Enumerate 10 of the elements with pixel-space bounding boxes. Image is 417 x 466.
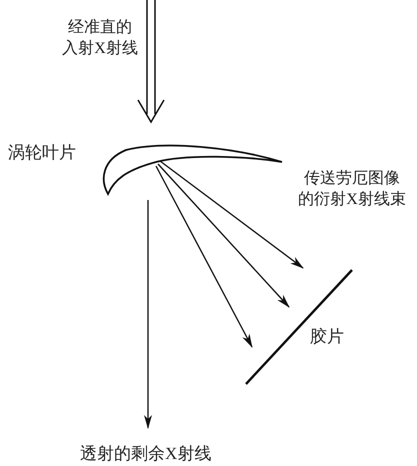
beam-label: 透射的剩余X射线 [80, 443, 212, 464]
transmitted-beam-arrow [144, 200, 152, 429]
diffracted-beam-arrow [158, 164, 290, 308]
diffracted-beam-arrow [155, 166, 253, 348]
beam-label: 经准直的入射X射线 [62, 18, 138, 59]
film-label: 胶片 [310, 326, 344, 347]
blade-label: 涡轮叶片 [8, 142, 76, 163]
beam-label: 传送劳厄图像的衍射X射线束 [297, 168, 407, 210]
incident-beam-arrow [137, 0, 165, 124]
diffracted-beam-arrow [160, 160, 304, 269]
